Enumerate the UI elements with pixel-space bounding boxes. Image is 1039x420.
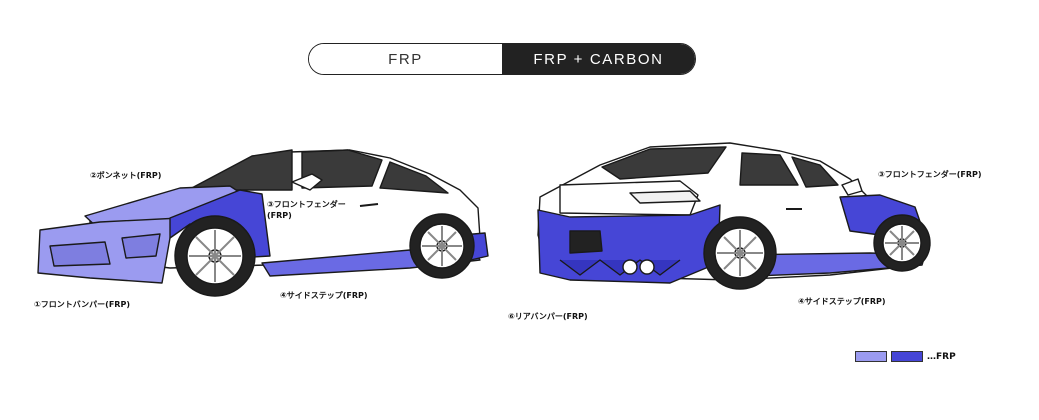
tab-frp-carbon[interactable]: FRP + CARBON <box>502 44 695 74</box>
legend: …FRP <box>855 351 956 362</box>
label-bonnet: ②ボンネット(FRP) <box>90 171 162 180</box>
car-rear-view <box>537 142 931 290</box>
label-front-fender-rear: ③フロントフェンダー(FRP) <box>878 170 982 179</box>
label-front-fender: ③フロントフェンダー (FRP) <box>267 200 346 220</box>
label-rear-bumper: ⑥リアバンパー(FRP) <box>508 312 588 321</box>
legend-swatch-light <box>855 351 887 362</box>
label-side-step-rear: ④サイドステップ(FRP) <box>798 297 886 306</box>
car-front-view <box>37 149 489 297</box>
label-front-bumper: ①フロントバンパー(FRP) <box>34 300 130 309</box>
legend-label: …FRP <box>927 351 956 362</box>
front-bumper-part <box>37 217 181 284</box>
legend-swatch-dark <box>891 351 923 362</box>
tab-frp[interactable]: FRP <box>309 44 502 74</box>
label-side-step-front: ④サイドステップ(FRP) <box>280 291 368 300</box>
material-toggle: FRP FRP + CARBON <box>308 43 696 75</box>
